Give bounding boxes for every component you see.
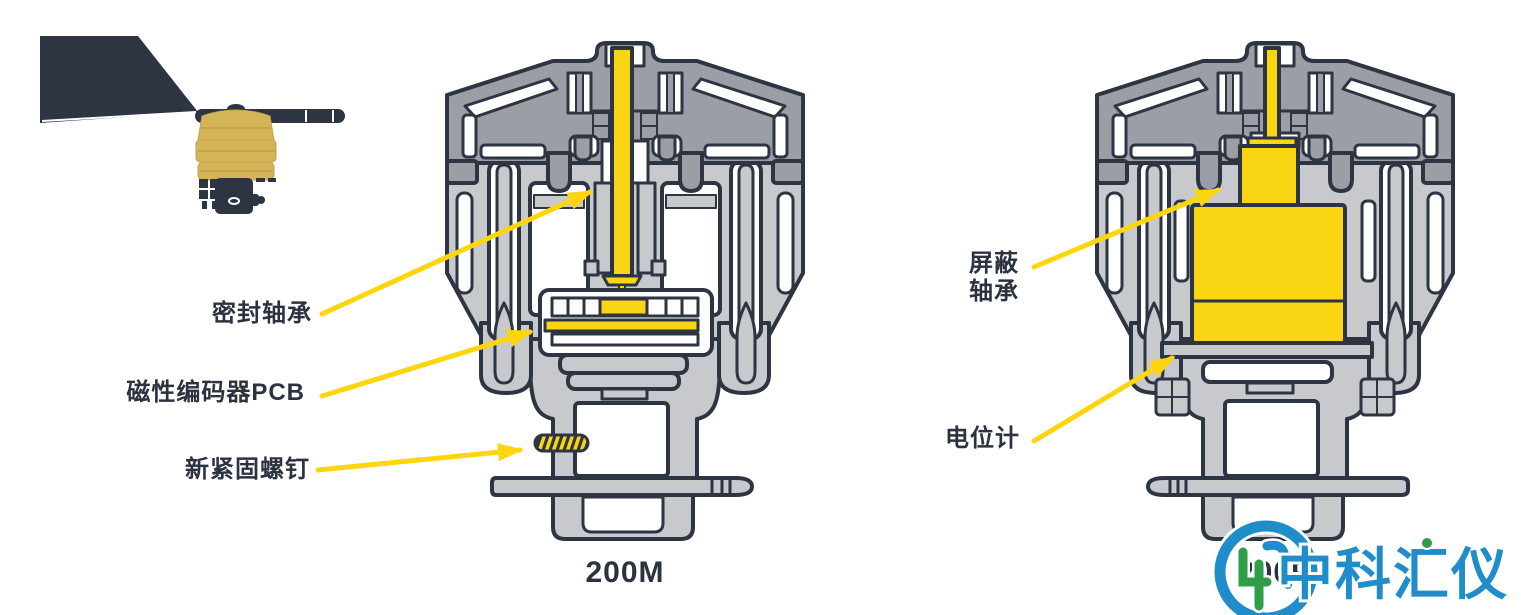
set-screw: [533, 433, 590, 453]
callout-sealed-bearing: 密封轴承: [212, 300, 312, 327]
arrow-sealed-bearing: [319, 189, 594, 317]
screw-boss-right: [1379, 159, 1413, 385]
watermark-ring-icon: [1211, 518, 1321, 615]
encoder-pcb: [543, 318, 700, 333]
arrow-potentiometer: [1031, 355, 1176, 444]
mounting-boom: [1146, 476, 1410, 497]
encoder-magnet: [598, 297, 649, 317]
arrow-encoder-pcb: [319, 329, 534, 399]
shelf-tab: [1245, 381, 1295, 395]
mounting-boom: [490, 476, 754, 497]
watermark-text: 中科汇仪: [1277, 543, 1509, 606]
encoder-pcb-assembly: [538, 288, 714, 357]
callout-fastening-screw: 新紧固螺钉: [185, 456, 310, 483]
cross-section-200m: [445, 41, 805, 541]
edge-slot-right: [1426, 191, 1445, 295]
top-cap: [445, 41, 805, 193]
edge-slot-right: [776, 191, 795, 295]
vane-mount: [199, 178, 276, 214]
caption-200m: 200M: [585, 556, 665, 589]
shaft-collar: [583, 181, 667, 277]
nut-stack-right: [1359, 377, 1396, 417]
callout-potentiometer: 电位计: [945, 425, 1020, 452]
inner-slot-left: [1173, 199, 1190, 283]
vane-body: [195, 104, 277, 181]
inner-slot-right: [1360, 199, 1377, 283]
vane-blade: [40, 36, 198, 123]
bottom-stem-window: [581, 495, 665, 534]
arrow-shielded-bearing: [1031, 187, 1222, 270]
spacer-discs: [558, 353, 689, 401]
edge-slot-left: [1105, 191, 1124, 295]
nut-stack-left: [1154, 377, 1191, 417]
screw-boss-left: [1137, 159, 1171, 385]
watermark-green-dot: [1420, 536, 1434, 550]
callout-magnetic-encoder-pcb: 磁性编码器PCB: [126, 379, 305, 406]
potentiometer-shelf: [1160, 341, 1374, 359]
arrow-fastening-screw: [315, 443, 524, 473]
shielded-bearing: [1238, 46, 1300, 207]
watermark-logo: 中科汇仪: [1211, 518, 1510, 615]
wind-vane-illustration: [40, 36, 345, 214]
callout-shielded-bearing: 屏蔽轴承: [969, 250, 1019, 306]
